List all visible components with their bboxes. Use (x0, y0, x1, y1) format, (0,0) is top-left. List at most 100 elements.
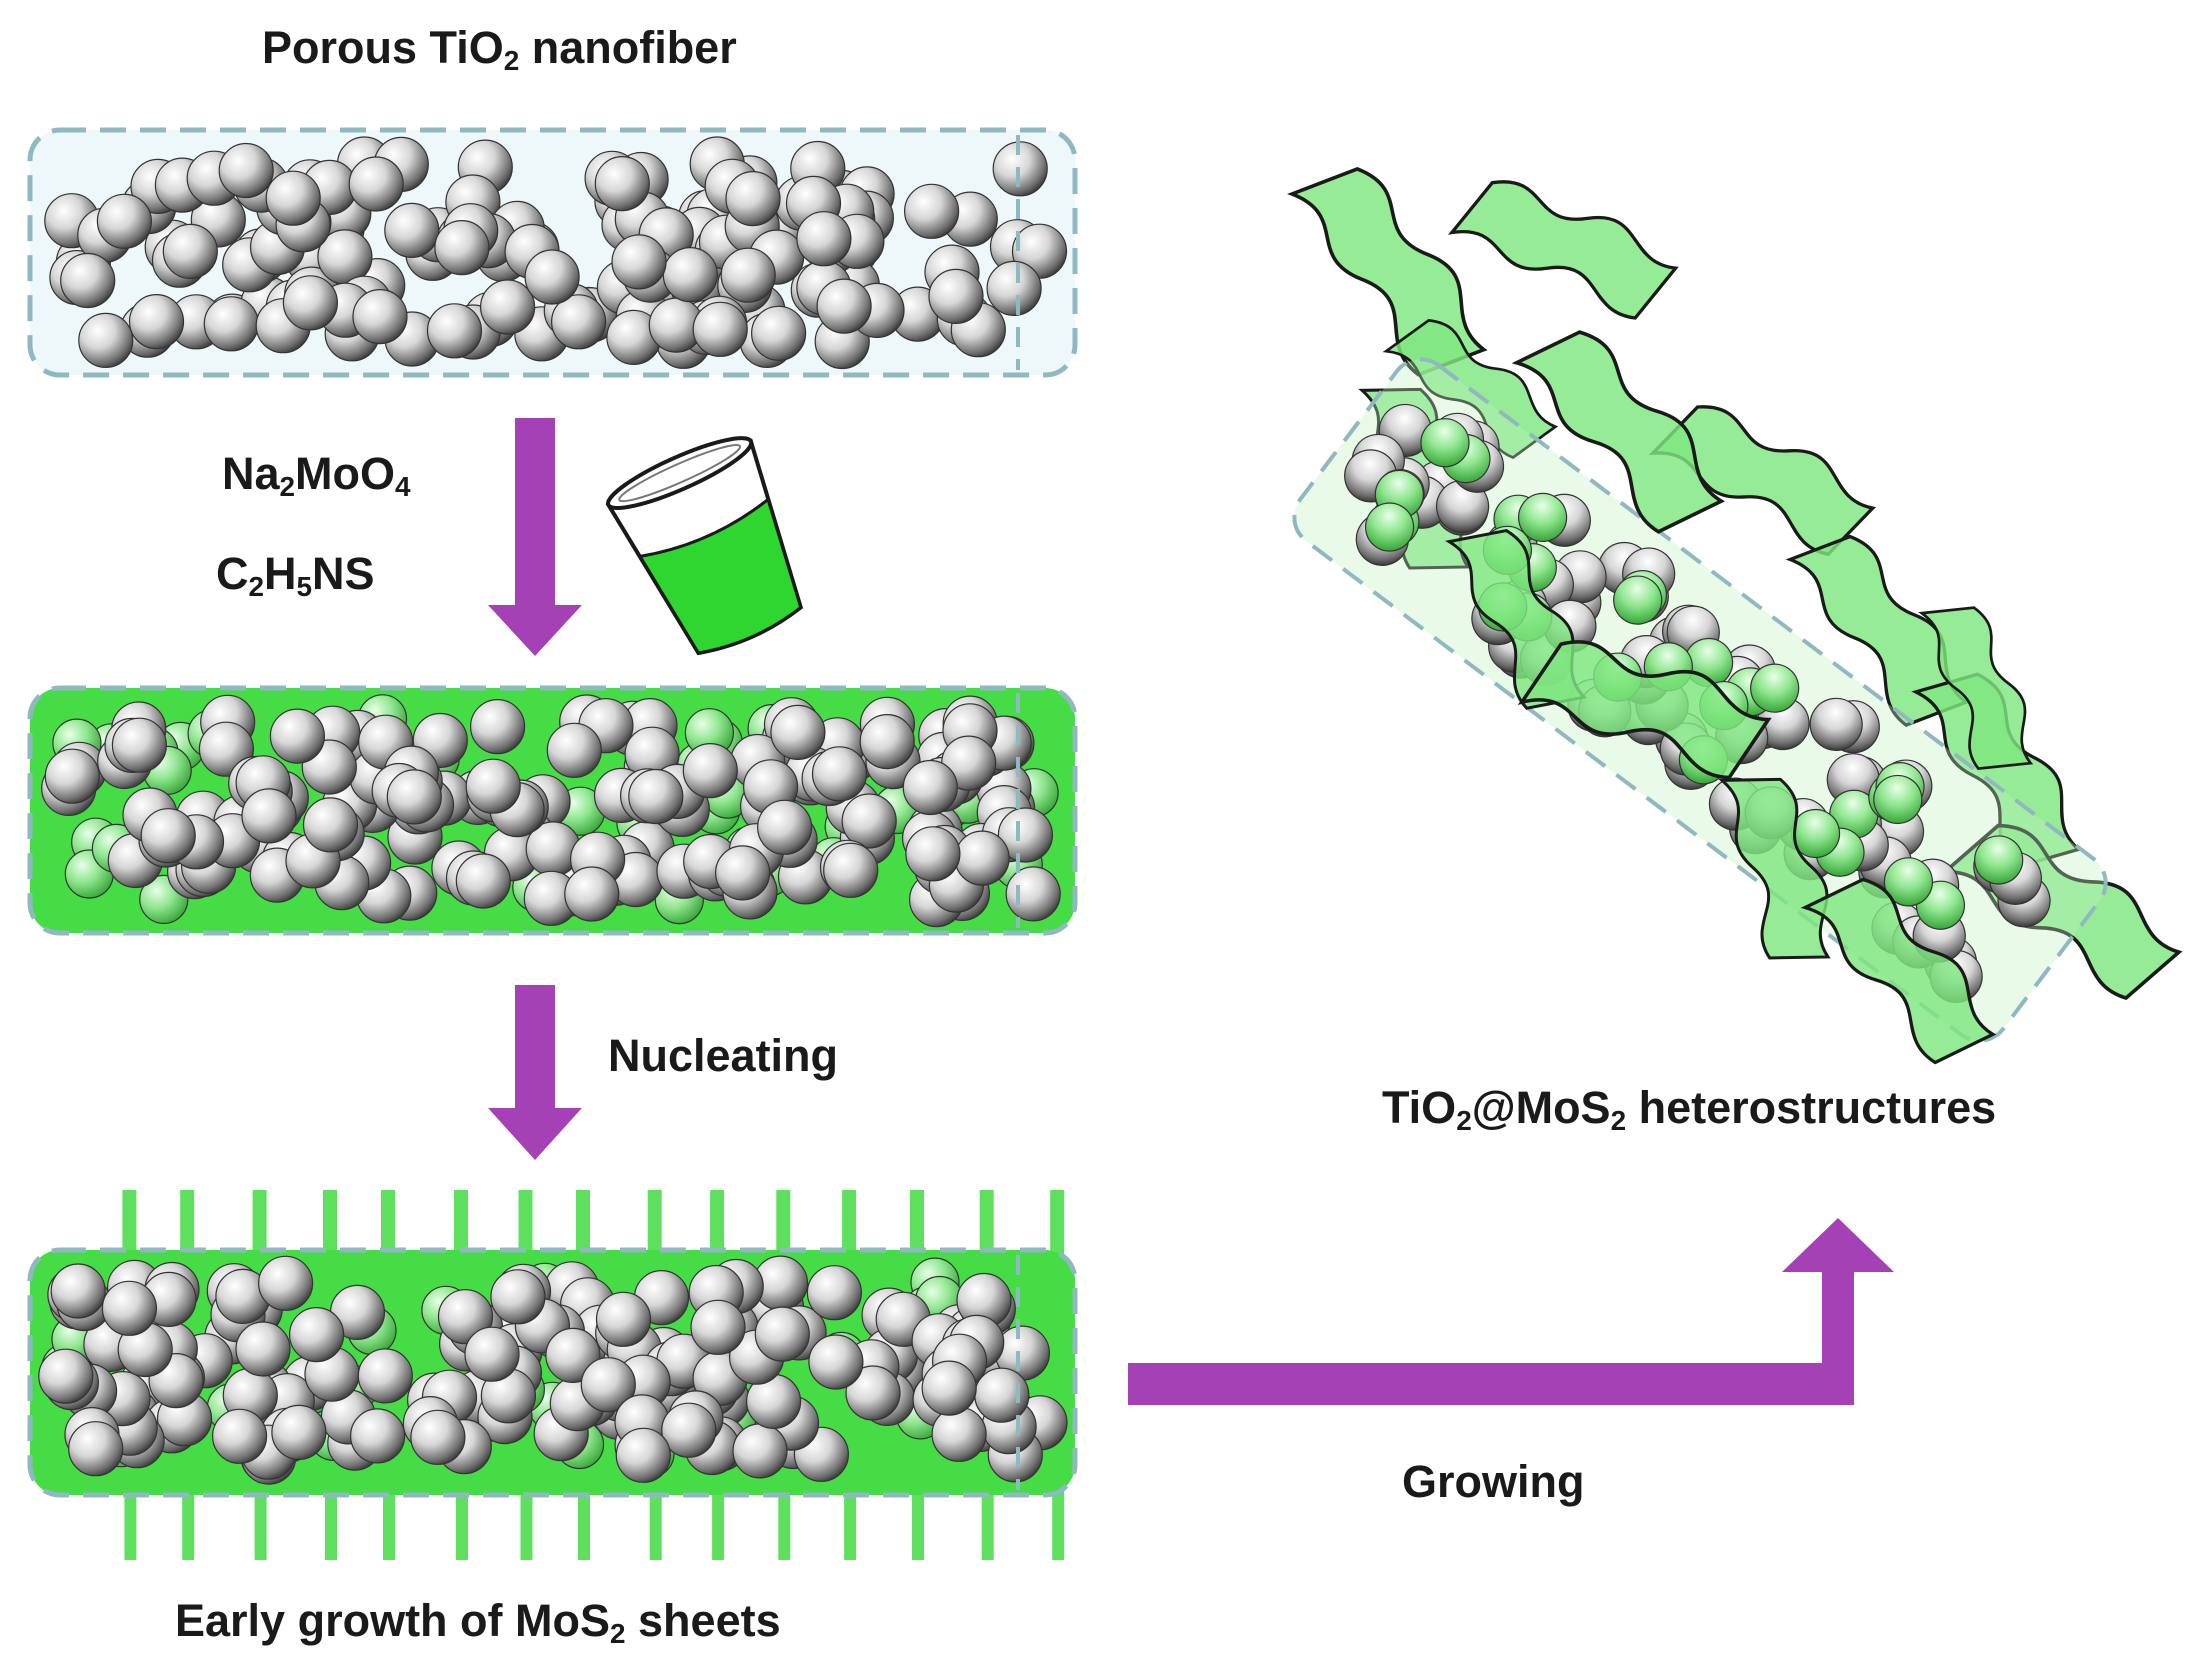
porous-fiber-label-suffix: nanofiber (519, 22, 737, 73)
tio2-sphere (212, 1408, 268, 1464)
tio2-sphere (241, 788, 297, 844)
tio2-sphere (480, 279, 536, 335)
tio2-sphere (974, 1367, 1030, 1423)
tio2-sphere (203, 296, 259, 352)
tio2-sphere (546, 722, 602, 778)
porous-fiber-label: Porous TiO2 nanofiber (262, 22, 737, 74)
beaker-icon (605, 436, 804, 656)
tio2-sphere (68, 1421, 124, 1477)
tio2-sphere (162, 223, 218, 279)
fiber-2-tio2-spheres (41, 694, 1061, 928)
tio2-sphere (725, 171, 781, 227)
reagent1-element-moo: MoO (295, 448, 396, 499)
mos2-sheets-front (1445, 180, 2034, 1065)
tio2-sphere (720, 247, 776, 303)
fiber-3-tio2-spheres (38, 1255, 1068, 1485)
tio2-sphere (1005, 866, 1061, 922)
hetero-green-particle (1420, 418, 1470, 468)
tio2-sphere (714, 845, 771, 901)
growing-label: Growing (1402, 1456, 1585, 1507)
mos2-sheet (1918, 606, 2034, 771)
mos2-sheet (1517, 640, 1772, 780)
porous-fiber-label-subscript: 2 (503, 44, 520, 76)
tio2-mos2-heterostructure (1286, 167, 2183, 1065)
tio2-sphere (524, 249, 580, 305)
tio2-sphere (732, 1423, 788, 1479)
tio2-sphere (258, 1255, 314, 1311)
tio2-sphere (426, 303, 483, 359)
early-growth-label-suffix: sheets (625, 1595, 781, 1646)
tio2-sphere (806, 1265, 863, 1321)
reagent1-sub-1: 2 (279, 470, 296, 502)
reagent2-element-c: C (216, 548, 249, 599)
reagent2-sub-1: 2 (248, 570, 265, 602)
hetero-green-particle (1613, 575, 1663, 625)
reagent1-sub-2: 4 (395, 470, 411, 502)
tio2-sphere (111, 717, 167, 773)
tio2-sphere (841, 793, 897, 849)
tio2-sphere (464, 1326, 520, 1382)
tio2-sphere (78, 312, 134, 368)
arrow-down-reagents (488, 418, 582, 656)
mos2-sheet (1785, 534, 1970, 728)
tio2-sphere (690, 1299, 746, 1355)
reagent2-element-h: H (264, 548, 297, 599)
tio2-sphere (796, 211, 852, 267)
tio2-sphere (352, 289, 408, 345)
hetero-green-particle (1517, 492, 1568, 543)
tio2-sphere (928, 268, 984, 324)
hetero-label-suffix: heterostructures (1626, 1082, 1997, 1133)
reagent-thioacetamide: C2H5NS (216, 548, 375, 600)
tio2-sphere (823, 842, 879, 898)
mos2-loaded-nanofiber (27, 685, 1078, 936)
mos2-sheet (1447, 180, 1679, 320)
tio2-sphere (357, 1348, 413, 1404)
tio2-sphere (128, 294, 185, 350)
tio2-sphere (595, 1291, 652, 1347)
tio2-sphere (682, 742, 738, 799)
tio2-sphere (564, 866, 620, 922)
tio2-sphere (808, 1334, 864, 1390)
tio2-sphere (434, 220, 490, 276)
reagent2-element-ns: NS (312, 548, 375, 599)
reagent1-element-na: Na (222, 448, 280, 499)
tio2-sphere (470, 698, 526, 755)
mos2-sheet (1511, 330, 1726, 534)
tio2-sphere (661, 1402, 717, 1458)
tio2-sphere (60, 252, 116, 309)
fiber-1-tio2-spheres (44, 136, 1068, 370)
tio2-sphere (580, 1357, 636, 1413)
tio2-sphere (282, 275, 338, 331)
tio2-sphere (384, 202, 440, 258)
heterostructure-label: TiO2@MoS2 heterostructures (1382, 1082, 1996, 1134)
fiber-3-outline (27, 1247, 1078, 1498)
early-growth-label-text: Early growth of MoS (175, 1595, 611, 1646)
tio2-sphere (611, 234, 667, 290)
tio2-sphere (816, 278, 872, 334)
tio2-sphere (350, 1408, 406, 1464)
hetero-tio2-sphere (1809, 697, 1863, 751)
tio2-sphere (859, 713, 915, 770)
porous-tio2-nanofiber (27, 127, 1078, 378)
hetero-label-tio: TiO (1382, 1082, 1457, 1133)
early-growth-label: Early growth of MoS2 sheets (175, 1595, 781, 1647)
fiber-1-outline (27, 127, 1078, 378)
tio2-sphere (986, 260, 1042, 316)
tio2-sphere (992, 141, 1048, 197)
tio2-sphere (50, 1263, 106, 1319)
reagent2-sub-2: 5 (296, 570, 313, 602)
nucleating-label: Nucleating (608, 1030, 839, 1081)
tio2-sphere (754, 1306, 810, 1362)
tio2-sphere (101, 1280, 157, 1336)
tio2-sphere (903, 183, 960, 239)
tio2-sphere (96, 193, 153, 249)
tio2-sphere (756, 799, 813, 855)
tio2-sphere (997, 807, 1054, 863)
tio2-sphere (218, 142, 274, 199)
tio2-sphere (265, 170, 321, 226)
tio2-sphere (615, 1427, 671, 1483)
tio2-sphere (905, 826, 961, 882)
mos2-sheet-spike (124, 1455, 137, 1560)
hetero-green-particle (1364, 502, 1415, 552)
